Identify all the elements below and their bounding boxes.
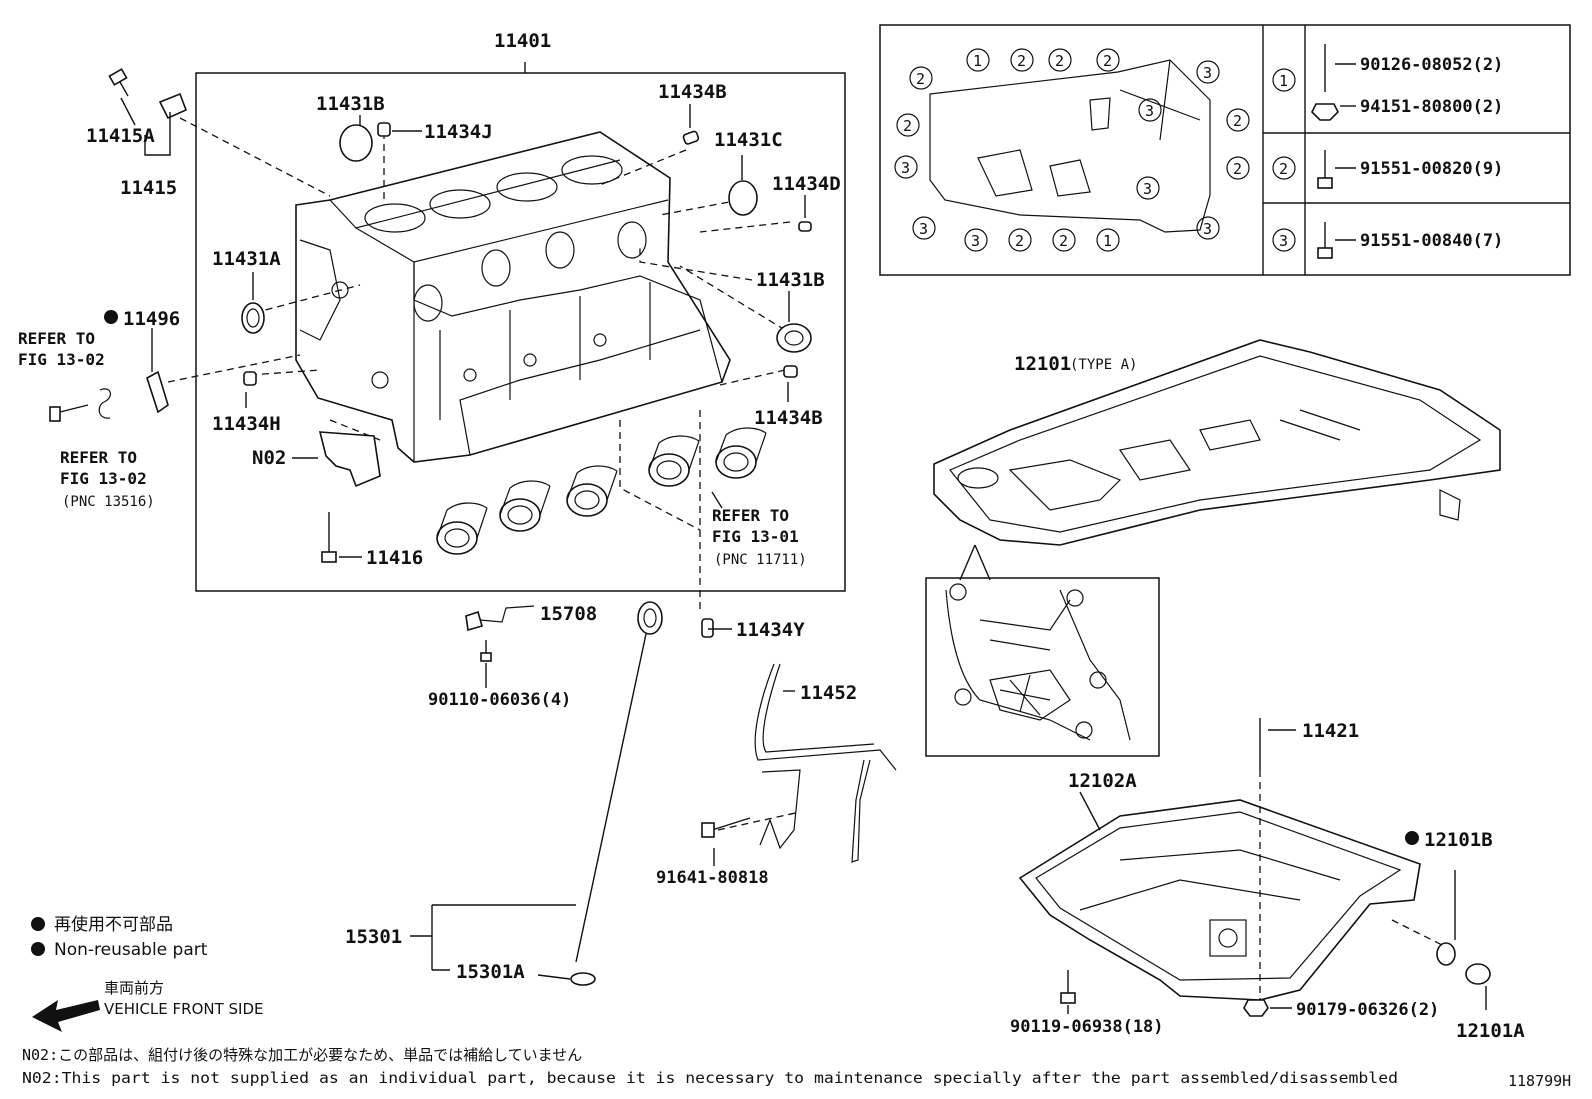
label-11496[interactable]: 11496 [123,308,180,330]
svg-text:3: 3 [1279,232,1288,250]
refer-pnc-13516: (PNC 13516) [62,494,155,510]
svg-text:3: 3 [1203,220,1212,238]
label-11431A[interactable]: 11431A [212,248,281,270]
bolt-90126-08052[interactable]: 90126-08052(2) [1360,55,1503,75]
label-12101B[interactable]: 12101B [1424,829,1493,851]
lower-oil-pan-illustration [1018,799,1421,1001]
label-11401[interactable]: 11401 [494,30,551,52]
detail-inset-strainer [925,577,1160,757]
svg-text:3: 3 [919,220,928,238]
svg-text:2: 2 [1015,232,1024,250]
label-15301[interactable]: 15301 [345,926,402,948]
svg-text:1: 1 [1279,72,1288,90]
legend-en: Non-reusable part [54,940,208,960]
oil-level-gauge-parts [410,601,897,986]
label-11431B-top[interactable]: 11431B [316,93,385,115]
label-12102A[interactable]: 12102A [1068,770,1137,792]
svg-text:1: 1 [1103,232,1112,250]
label-N02[interactable]: N02 [252,447,286,469]
refer-fig-13-02-b[interactable]: FIG 13-02 [18,350,105,369]
cylinder-block-illustration [295,131,731,463]
label-11415A[interactable]: 11415A [86,125,155,147]
svg-text:1: 1 [973,52,982,70]
bolt-94151-80800[interactable]: 94151-80800(2) [1360,97,1503,117]
label-15708[interactable]: 15708 [540,603,597,625]
bolt-91551-00820[interactable]: 91551-00820(9) [1360,159,1503,179]
label-type-a: (TYPE A) [1070,357,1137,373]
label-11434D[interactable]: 11434D [772,173,841,195]
label-90179-06326[interactable]: 90179-06326(2) [1296,1000,1439,1020]
svg-text:2: 2 [1055,52,1064,70]
non-reusable-mark-12101B [1405,831,1419,845]
svg-text:2: 2 [1017,52,1026,70]
svg-text:3: 3 [971,232,980,250]
label-90110-06036[interactable]: 90110-06036(4) [428,690,571,710]
svg-text:3: 3 [1203,64,1212,82]
label-11434Y[interactable]: 11434Y [736,619,805,641]
refer-fig-13-01-b[interactable]: FIG 13-01 [712,527,799,546]
upper-oil-pan-illustration [933,339,1501,546]
svg-text:3: 3 [901,159,910,177]
svg-text:2: 2 [916,70,925,88]
svg-text:2: 2 [1103,52,1112,70]
svg-text:3: 3 [1143,180,1152,198]
refer-pnc-11711: (PNC 11711) [714,552,807,568]
svg-text:3: 3 [1145,102,1154,120]
non-reusable-mark-11496 [104,310,118,324]
note-n02-jp: N02:この部品は、組付け後の特殊な加工が必要なため、単品では補給していません [22,1046,582,1064]
front-side-en: VEHICLE FRONT SIDE [104,1000,264,1018]
label-90119-06938[interactable]: 90119-06938(18) [1010,1017,1164,1037]
label-11415[interactable]: 11415 [120,177,177,199]
legend-dot-en [31,942,45,956]
svg-text:2: 2 [1233,112,1242,130]
bolt-91551-00840[interactable]: 91551-00840(7) [1360,231,1503,251]
figure-number: 118799H [1508,1072,1571,1090]
label-11416[interactable]: 11416 [366,547,423,569]
svg-text:2: 2 [1279,160,1288,178]
label-11421[interactable]: 11421 [1302,720,1359,742]
svg-text:2: 2 [1059,232,1068,250]
label-11431C[interactable]: 11431C [714,129,783,151]
legend-jp: 再使用不可部品 [54,914,173,935]
svg-text:2: 2 [1233,160,1242,178]
label-11434H[interactable]: 11434H [212,413,281,435]
crank-bearings [436,427,767,555]
label-11434B-right[interactable]: 11434B [754,407,823,429]
cylinder-block-group-box [195,72,846,592]
vehicle-front-arrow-icon [32,1000,100,1032]
leader-lines [120,97,806,558]
label-11434B-top[interactable]: 11434B [658,81,727,103]
note-n02-en: N02:This part is not supplied as an indi… [22,1069,1398,1087]
refer-fig-13-02-c[interactable]: REFER TO [60,448,137,467]
svg-text:2: 2 [903,117,912,135]
front-side-jp: 車両前方 [104,979,164,997]
label-12101A[interactable]: 12101A [1456,1020,1525,1042]
legend-dot-jp [31,917,45,931]
refer-fig-13-02-a[interactable]: REFER TO [18,329,95,348]
small-parts [49,68,812,638]
bolt-location-table: 1 2 2 2 2 2 3 3 3 2 2 1 3 3 2 2 3 3 1 2 … [879,24,1571,276]
label-15301A[interactable]: 15301A [456,961,525,983]
label-11452[interactable]: 11452 [800,682,857,704]
label-11431B-right[interactable]: 11431B [756,269,825,291]
label-91641-80818[interactable]: 91641-80818 [656,868,769,888]
refer-fig-13-01-a[interactable]: REFER TO [712,506,789,525]
label-12101[interactable]: 12101 [1014,353,1071,375]
label-11434J[interactable]: 11434J [424,121,493,143]
refer-fig-13-02-d[interactable]: FIG 13-02 [60,469,147,488]
